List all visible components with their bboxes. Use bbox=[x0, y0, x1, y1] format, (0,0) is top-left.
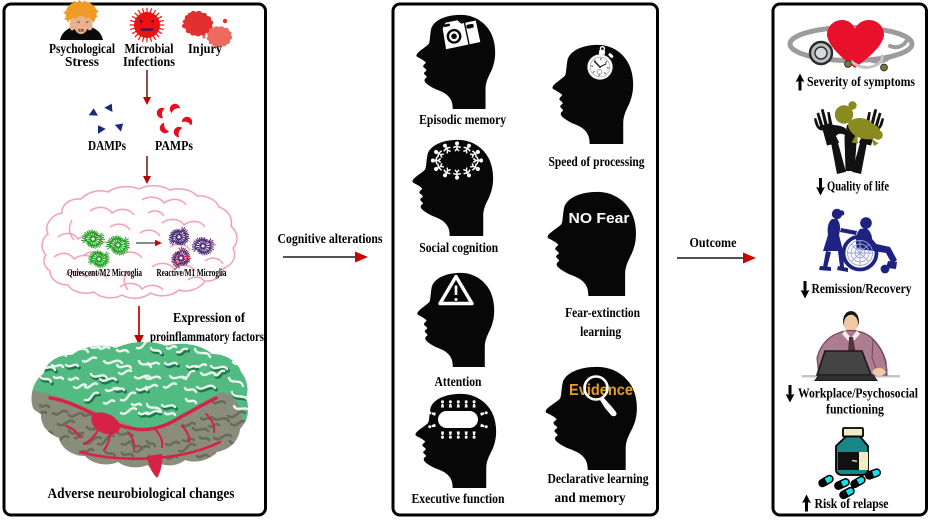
svg-text:Evidence: Evidence bbox=[569, 382, 633, 399]
svg-text:NO Fear: NO Fear bbox=[569, 211, 630, 227]
svg-text:proinflammatory factors: proinflammatory factors bbox=[150, 329, 264, 344]
svg-text:and memory: and memory bbox=[555, 491, 626, 506]
svg-text:Workplace/Psychosocial: Workplace/Psychosocial bbox=[798, 386, 918, 401]
svg-text:Risk of relapse: Risk of relapse bbox=[815, 496, 889, 511]
svg-text:functioning: functioning bbox=[826, 402, 884, 417]
svg-text:Microbial: Microbial bbox=[125, 41, 174, 56]
svg-text:Cognitive alterations: Cognitive alterations bbox=[278, 232, 383, 247]
svg-text:Quality of life: Quality of life bbox=[827, 179, 889, 194]
svg-text:Attention: Attention bbox=[435, 375, 482, 390]
svg-text:Adverse neurobiological change: Adverse neurobiological changes bbox=[48, 486, 235, 502]
svg-text:Expression of: Expression of bbox=[173, 310, 245, 325]
svg-text:Declarative learning: Declarative learning bbox=[548, 472, 649, 487]
svg-text:Outcome: Outcome bbox=[690, 236, 737, 251]
svg-text:Quiescent/M2 Microglia: Quiescent/M2 Microglia bbox=[67, 268, 143, 279]
svg-text:Speed of processing: Speed of processing bbox=[549, 155, 645, 170]
svg-text:Injury: Injury bbox=[188, 41, 222, 56]
svg-text:Stress: Stress bbox=[65, 54, 99, 69]
svg-text:Executive function: Executive function bbox=[412, 492, 505, 507]
svg-text:Severity of symptoms: Severity of symptoms bbox=[807, 74, 915, 89]
svg-text:Reactive/M1 Microglia: Reactive/M1 Microglia bbox=[157, 268, 228, 279]
svg-text:DAMPs: DAMPs bbox=[88, 138, 126, 153]
svg-text:Social cognition: Social cognition bbox=[419, 241, 498, 256]
svg-text:Psychological: Psychological bbox=[49, 41, 115, 56]
svg-text:learning: learning bbox=[580, 325, 621, 340]
svg-text:Episodic memory: Episodic memory bbox=[419, 113, 506, 128]
svg-text:Infections: Infections bbox=[123, 54, 175, 69]
svg-text:Remission/Recovery: Remission/Recovery bbox=[812, 281, 912, 296]
svg-text:Fear-extinction: Fear-extinction bbox=[565, 306, 640, 321]
svg-text:PAMPs: PAMPs bbox=[155, 138, 193, 153]
